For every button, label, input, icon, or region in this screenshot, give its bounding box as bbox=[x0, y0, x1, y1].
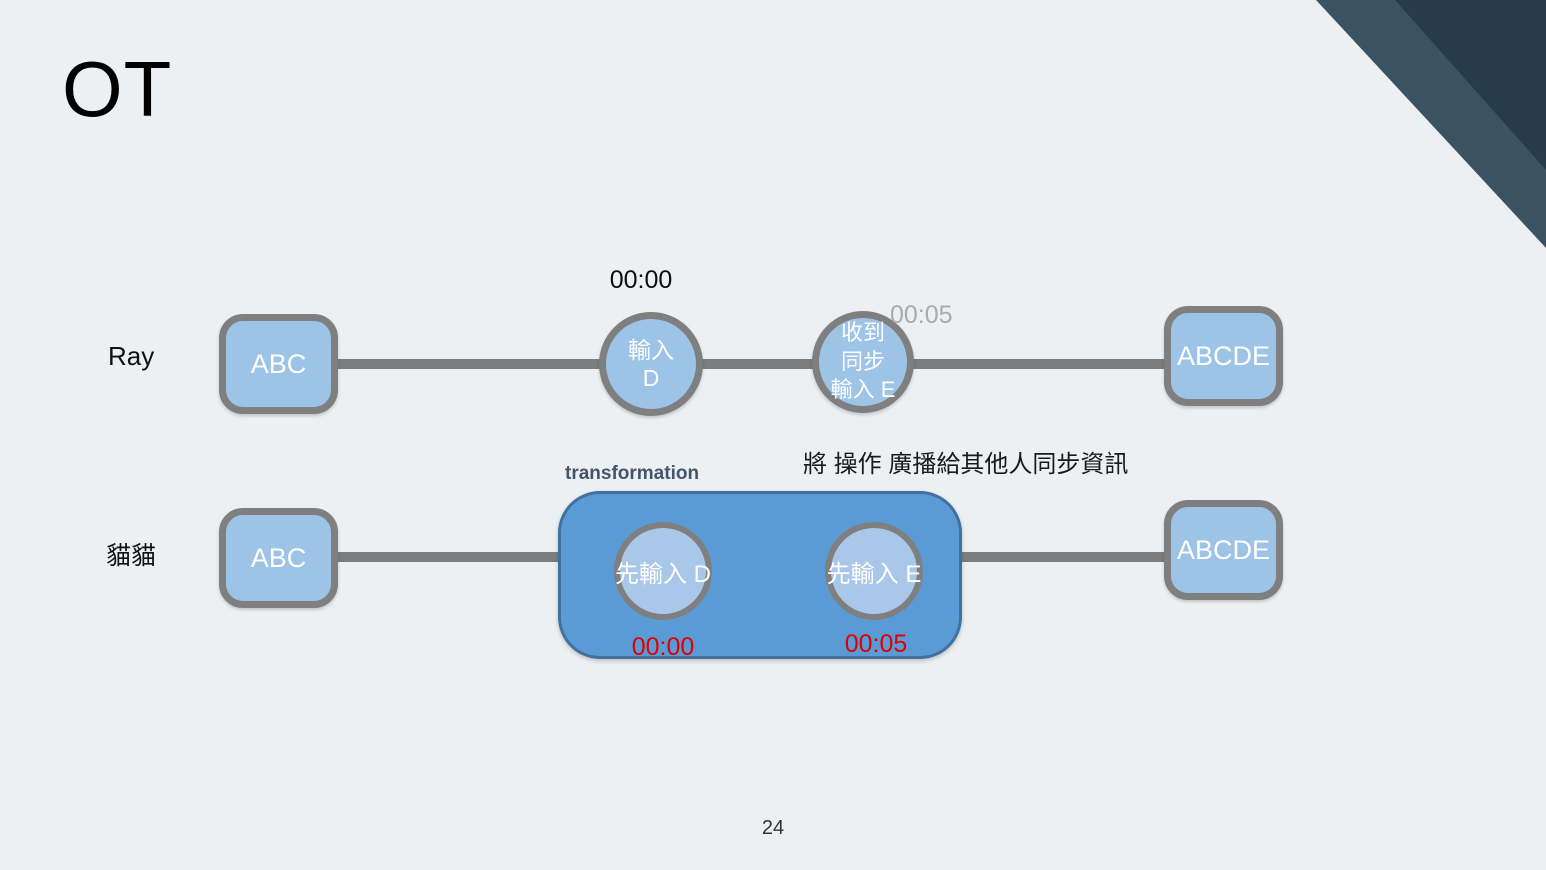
event-label-line: D bbox=[642, 365, 660, 391]
event-node-ray-input-d: 輸入 D bbox=[599, 312, 703, 416]
event-node-cat-input-e: 先輸入 E bbox=[825, 522, 923, 620]
timestamp-cat-event2: 00:05 bbox=[844, 630, 908, 658]
state-node-cat-end: ABCDE bbox=[1164, 500, 1283, 600]
event-label: 先輸入 E bbox=[826, 560, 922, 588]
event-node-ray-receive-sync-e: 收到 同步 輸入 E bbox=[812, 311, 914, 413]
transformation-container: 先輸入 D 先輸入 E 00:00 00:05 bbox=[558, 491, 962, 661]
timestamp-cat-event1: 00:00 bbox=[631, 633, 695, 661]
corner-accent-decoration bbox=[1316, 0, 1546, 248]
timeline-connector-cat-2 bbox=[958, 552, 1166, 562]
state-node-cat-start: ABC bbox=[219, 508, 338, 608]
timeline-connector-cat-1 bbox=[337, 552, 587, 562]
timestamp-ray-event1: 00:00 bbox=[609, 266, 673, 294]
timeline-connector-ray-2 bbox=[651, 359, 863, 369]
event-label-line: 收到 bbox=[840, 320, 885, 346]
page-number: 24 bbox=[761, 817, 785, 839]
event-label-line: 輸入 E bbox=[830, 377, 896, 403]
event-label-line: 同步 bbox=[840, 348, 885, 374]
event-label-line: 輸入 bbox=[628, 336, 674, 363]
timeline-connector-ray-1 bbox=[337, 359, 651, 369]
event-label: 先輸入 D bbox=[615, 560, 711, 588]
state-node-ray-start: ABC bbox=[219, 314, 338, 414]
broadcast-annotation: 將 操作 廣播給其他人同步資訊 bbox=[803, 451, 1129, 478]
timeline-connector-ray-3 bbox=[863, 359, 1166, 369]
timestamp-ray-event2: 00:05 bbox=[890, 301, 953, 329]
state-node-label: ABC bbox=[250, 542, 307, 573]
actor-label-ray: Ray bbox=[108, 341, 155, 371]
state-node-ray-end: ABCDE bbox=[1164, 306, 1283, 406]
slide-title: OT bbox=[62, 45, 173, 133]
state-node-label: ABCDE bbox=[1176, 534, 1271, 565]
state-node-label: ABCDE bbox=[1176, 340, 1271, 371]
state-node-label: ABC bbox=[250, 348, 307, 379]
transformation-label: transformation bbox=[565, 463, 700, 484]
event-node-cat-input-d: 先輸入 D bbox=[614, 522, 712, 620]
actor-label-cat: 貓貓 bbox=[106, 542, 157, 570]
